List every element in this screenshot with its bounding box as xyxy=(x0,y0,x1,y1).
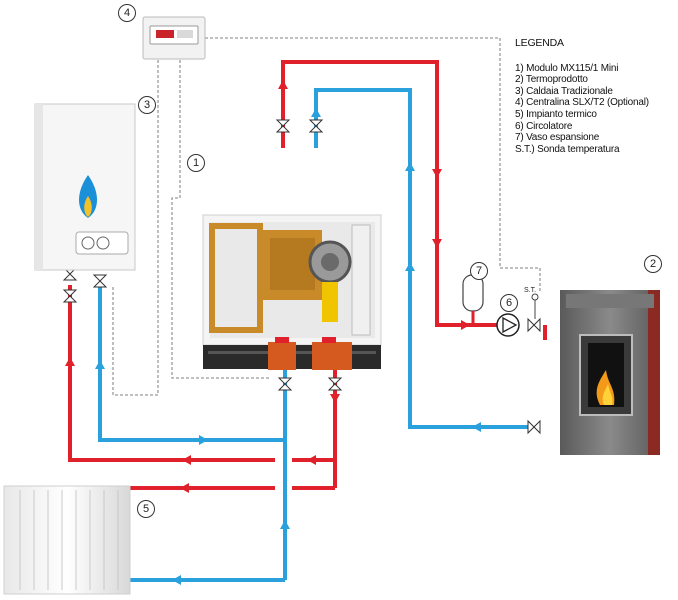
stove xyxy=(560,290,660,455)
valve-stove-cold xyxy=(527,419,541,435)
legend-item: 7) Vaso espansione xyxy=(515,132,600,144)
arrow xyxy=(278,80,288,89)
arrow xyxy=(405,162,415,171)
module-unit xyxy=(202,214,382,370)
arrow xyxy=(330,394,340,403)
valve-top-hot xyxy=(275,119,291,133)
arrow xyxy=(180,483,189,493)
arrow xyxy=(311,108,321,117)
legend-title: LEGENDA xyxy=(515,37,564,49)
marker-expansion: 7 xyxy=(470,262,488,280)
arrow xyxy=(472,422,481,432)
probe-label: S.T. xyxy=(524,287,537,294)
cold-pipe-boiler xyxy=(98,285,285,442)
pump xyxy=(496,313,520,337)
controller-unit xyxy=(142,16,206,60)
legend-item: 6) Circolatore xyxy=(515,120,573,132)
hot-pipe-boiler xyxy=(68,285,275,462)
wire-controller-to-module-lower xyxy=(171,60,270,379)
marker-module: 1 xyxy=(187,154,205,172)
legend-item: 1) Modulo MX115/1 Mini xyxy=(515,62,619,74)
marker-radiator: 5 xyxy=(137,500,155,518)
marker-pump: 6 xyxy=(500,294,518,312)
legend-item: 2) Termoprodotto xyxy=(515,74,588,86)
flow-arrows xyxy=(65,80,481,585)
arrow xyxy=(182,455,191,465)
radiator xyxy=(3,485,131,595)
legend-item: 3) Caldaia Tradizionale xyxy=(515,85,613,97)
marker-controller: 4 xyxy=(118,4,136,22)
marker-boiler: 3 xyxy=(138,96,156,114)
valve-top-cold xyxy=(308,119,324,133)
arrow xyxy=(65,357,75,366)
wire-controller-to-module xyxy=(200,37,541,292)
arrow xyxy=(405,262,415,271)
arrow xyxy=(461,320,470,330)
temperature-probe xyxy=(531,293,539,319)
legend-item: 4) Centralina SLX/T2 (Optional) xyxy=(515,97,649,109)
arrow xyxy=(199,435,208,445)
valve-boiler-cold xyxy=(92,274,108,288)
legend-item: 5) Impianto termico xyxy=(515,108,597,120)
arrow xyxy=(95,360,105,369)
legend: LEGENDA 1) Modulo MX115/1 Mini 2) Termop… xyxy=(515,37,649,155)
arrow xyxy=(432,239,442,248)
hot-pipe-top-loop xyxy=(281,60,500,327)
arrow xyxy=(307,455,316,465)
boiler xyxy=(34,103,136,271)
expansion-vessel xyxy=(462,274,484,325)
arrow xyxy=(172,575,181,585)
valve-module-right xyxy=(327,377,343,391)
arrow xyxy=(432,169,442,178)
valve-stove-hot xyxy=(527,317,541,333)
legend-item: S.T.) Sonda temperatura xyxy=(515,143,620,155)
arrow xyxy=(280,520,290,529)
valve-module-left xyxy=(277,377,293,391)
marker-stove: 2 xyxy=(644,255,662,273)
